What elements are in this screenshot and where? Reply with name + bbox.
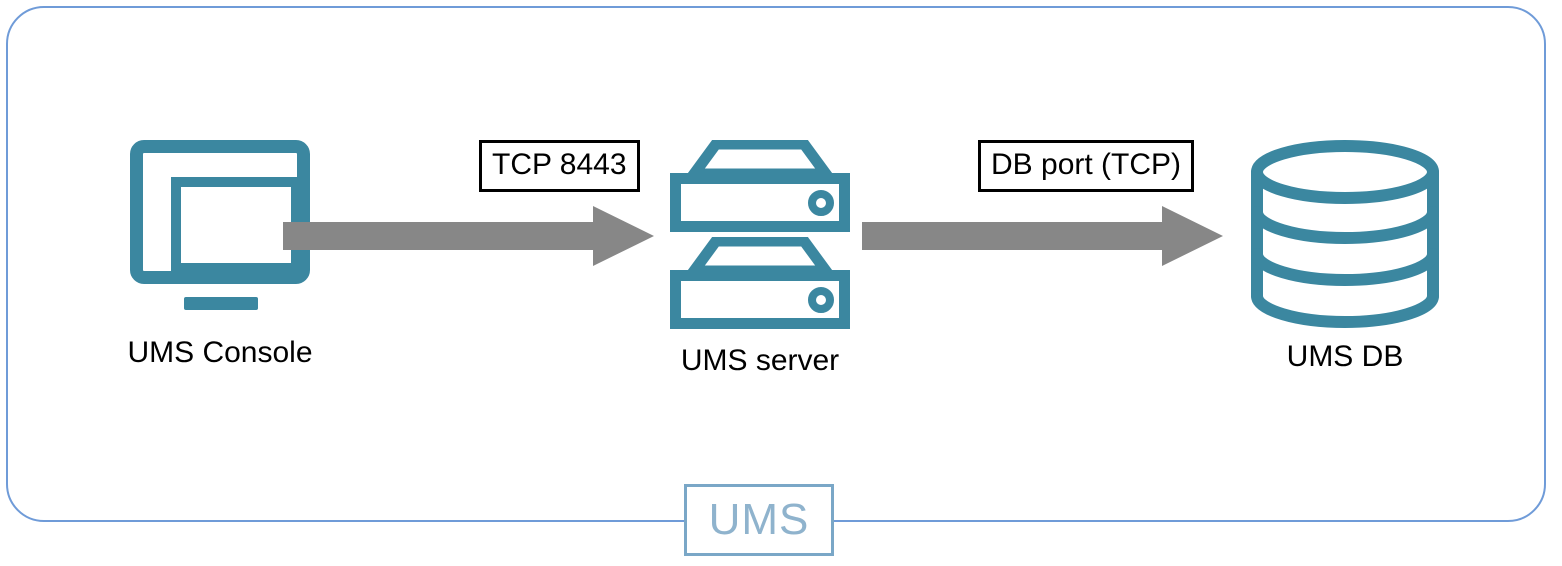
server-top-lid-icon <box>685 140 835 176</box>
database-cylinder-icon <box>1247 140 1443 329</box>
server-indicator-icon <box>808 287 834 313</box>
server-unit-top <box>664 140 856 232</box>
monitor-stand <box>184 297 258 310</box>
server-stack-icon <box>664 140 856 332</box>
arrow-server-to-db <box>862 205 1224 267</box>
node-ums-console[interactable]: UMS Console <box>30 140 410 368</box>
server-unit-bottom <box>664 237 856 329</box>
right-arrow-icon <box>862 206 1223 266</box>
database-glyph <box>1251 140 1439 329</box>
right-arrow-icon <box>283 206 654 266</box>
monitor-screen <box>171 177 301 273</box>
node-label-ums-db: UMS DB <box>1286 340 1404 373</box>
server-indicator-icon <box>808 190 834 216</box>
arrow-console-to-server <box>283 205 655 267</box>
node-label-ums-server: UMS server <box>680 344 840 377</box>
server-bottom-lid-icon <box>685 237 835 273</box>
connection-label-tcp-8443: TCP 8443 <box>479 140 640 192</box>
monitor-bezel <box>130 140 310 284</box>
ums-badge-label: UMS <box>708 495 810 544</box>
node-label-ums-console: UMS Console <box>127 336 313 369</box>
monitor-icon <box>127 140 313 324</box>
node-ums-db[interactable]: UMS DB <box>1155 140 1535 372</box>
connection-label-db-port: DB port (TCP) <box>978 140 1195 192</box>
node-ums-server[interactable]: UMS server <box>570 140 950 376</box>
ums-boundary-badge: UMS <box>684 484 834 556</box>
